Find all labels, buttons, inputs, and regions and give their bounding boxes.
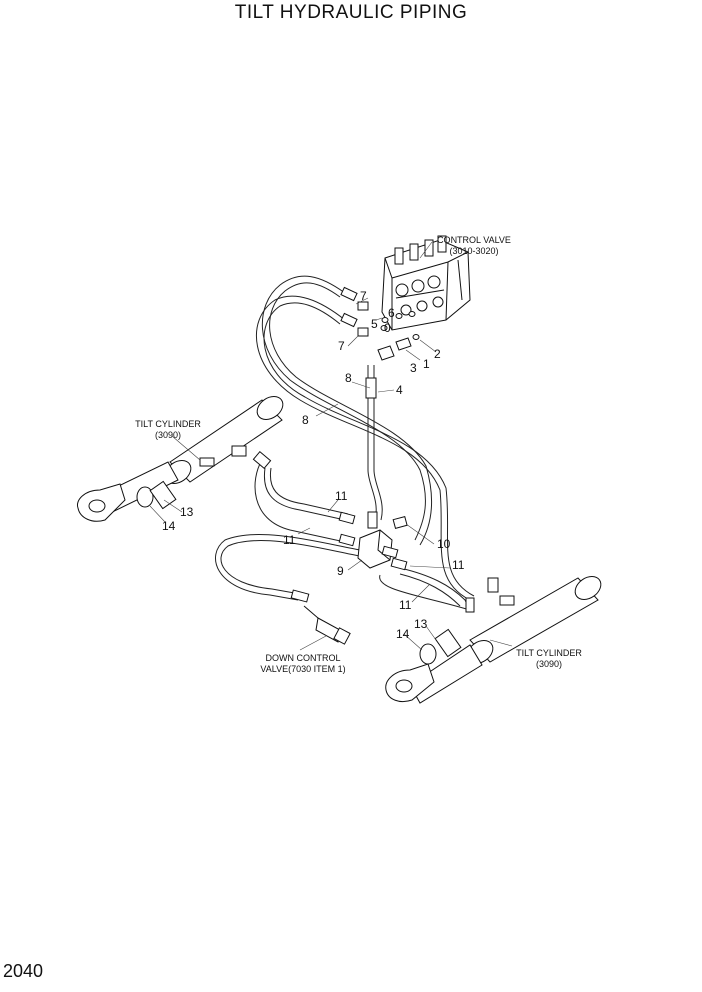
control-valve-label: CONTROL VALVE [437,235,511,245]
tilt-cylinder-right-ref: (3090) [536,659,562,669]
control-valve-ref: (3010-3020) [449,246,498,256]
tilt-cylinder-left [76,396,284,522]
junction-block [290,511,408,603]
valve-fittings [340,286,420,399]
callout-1: 1 [423,357,430,371]
callout-8-lower: 8 [302,413,309,427]
callout-11-a: 11 [335,489,348,503]
down-control-valve-ref: VALVE(7030 ITEM 1) [260,664,345,674]
page-number: 2040 [3,961,44,981]
callout-13-right: 13 [414,617,428,631]
callout-2: 2 [434,347,441,361]
down-control-valve [303,605,351,645]
tilt-cylinder-left-ref: (3090) [155,430,181,440]
callout-13-left: 13 [180,505,194,519]
tilt-cylinder-right-label: TILT CYLINDER [516,648,582,658]
callout-9: 9 [337,564,344,578]
callout-6: 6 [388,306,395,320]
callout-4: 4 [396,383,403,397]
callout-5: 5 [371,317,378,331]
callout-3: 3 [410,361,417,375]
callout-14-left: 14 [162,519,176,533]
callout-11-c: 11 [452,558,465,572]
down-control-valve-label: DOWN CONTROL [266,653,341,663]
callout-7-lower: 7 [338,339,345,353]
leader-lines [149,241,513,651]
callout-11-b: 11 [283,533,296,547]
tilt-cylinder-left-label: TILT CYLINDER [135,419,201,429]
callout-7-upper: 7 [360,289,367,303]
callout-10: 10 [437,537,451,551]
hose-lines [215,275,475,611]
callout-14-right: 14 [396,627,410,641]
tilt-cylinder-right [385,576,602,704]
control-valve [381,235,471,331]
page-title: TILT HYDRAULIC PIPING [234,2,468,23]
callout-0: 0 [384,321,391,335]
callout-8-upper: 8 [345,371,352,385]
callout-11-d: 11 [399,598,412,612]
